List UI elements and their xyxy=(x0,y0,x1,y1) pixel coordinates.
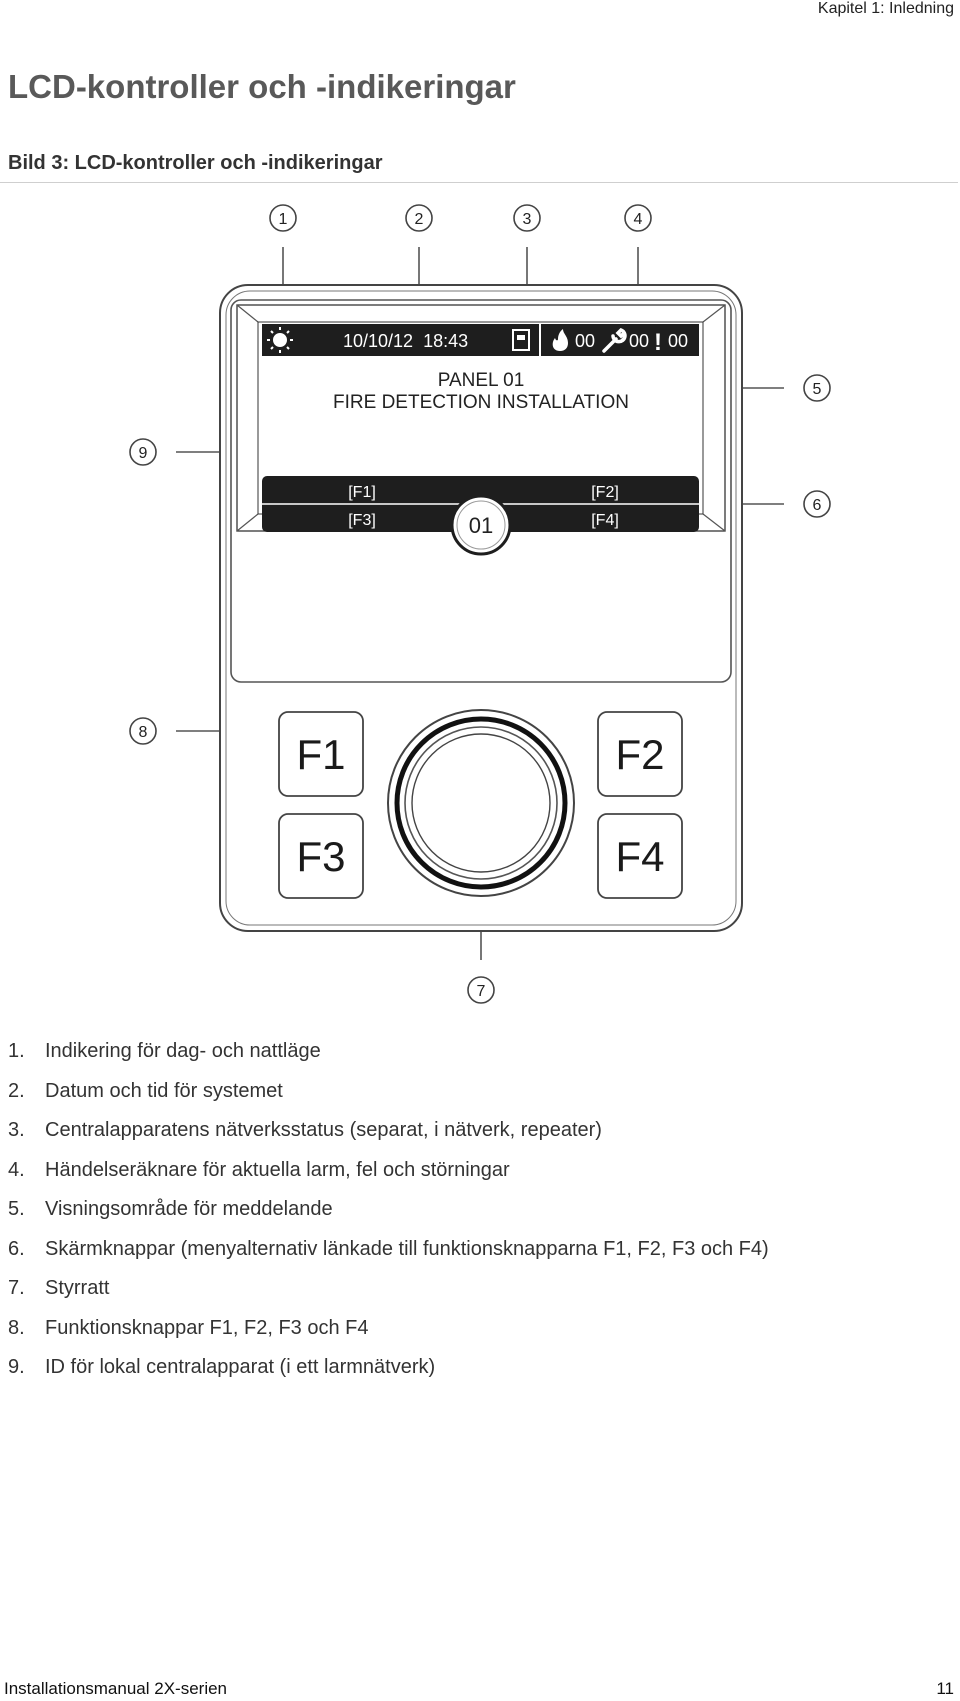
callout-7 xyxy=(467,976,495,1004)
footer-page-number: 11 xyxy=(936,1679,954,1698)
callout-9 xyxy=(129,438,157,466)
sun-icon xyxy=(267,327,293,353)
callout-legend: 1. Indikering för dag- och nattläge 2. Dat… xyxy=(8,1037,769,1393)
softkey-f4[interactable]: [F4] xyxy=(591,512,619,529)
legend-number: 9. xyxy=(8,1356,25,1378)
legend-text: Styrratt xyxy=(45,1277,110,1299)
callout-2-label: 2 xyxy=(415,211,424,228)
legend-item: 2. Datum och tid för systemet xyxy=(8,1077,769,1117)
callout-6 xyxy=(803,490,831,518)
function-key-f3-label: F3 xyxy=(296,833,345,880)
legend-number: 8. xyxy=(8,1316,25,1339)
installation-name: FIRE DETECTION INSTALLATION xyxy=(333,392,629,413)
network-status-icon xyxy=(512,329,530,351)
legend-item: 9. ID för lokal centralapparat (i ett lar… xyxy=(8,1353,769,1393)
warning-icon: ! xyxy=(654,329,662,356)
status-bar xyxy=(262,324,699,356)
callout-4-label: 4 xyxy=(634,211,643,228)
page-title: LCD-kontroller och -indikeringar xyxy=(8,68,516,105)
lcd-screen: 10/10/12 18:43 00 00 ! 00 PANEL 01 FIRE … xyxy=(257,321,704,556)
caption-divider xyxy=(0,182,958,183)
legend-number: 4. xyxy=(8,1158,25,1181)
system-datetime: 10/10/12 18:43 xyxy=(343,331,468,351)
callout-3 xyxy=(513,204,541,232)
panel-name: PANEL 01 xyxy=(438,370,525,391)
fault-count: 00 xyxy=(629,331,649,351)
legend-text: Händelseräknare för aktuella larm, fel o… xyxy=(45,1158,510,1181)
legend-text: ID för lokal centralapparat (i ett larmn… xyxy=(45,1356,436,1378)
function-key-f2[interactable] xyxy=(597,711,683,797)
alarm-count: 00 xyxy=(575,331,595,351)
legend-text: Skärmknappar (menyalternativ länkade til… xyxy=(45,1237,769,1260)
function-key-f1-label: F1 xyxy=(296,731,345,778)
legend-item: 6. Skärmknappar (menyalternativ länkade t… xyxy=(8,1235,769,1275)
function-key-f3[interactable] xyxy=(278,813,364,899)
legend-text: Indikering för dag- och nattläge xyxy=(45,1040,321,1062)
chapter-header: Kapitel 1: Inledning xyxy=(817,0,954,17)
legend-text: Funktionsknappar F1, F2, F3 och F4 xyxy=(45,1316,369,1339)
callout-5-label: 5 xyxy=(813,381,822,398)
callout-2 xyxy=(405,204,433,232)
footer-manual-title: Installationsmanual 2X-serien xyxy=(4,1679,228,1698)
callout-1-label: 1 xyxy=(279,211,288,228)
callout-7-label: 7 xyxy=(477,983,486,1000)
legend-text: Centralapparatens nätverksstatus (separa… xyxy=(45,1119,602,1141)
legend-item: 7. Styrratt xyxy=(8,1274,769,1314)
jog-dial[interactable] xyxy=(387,709,575,897)
function-key-f4-label: F4 xyxy=(615,833,664,880)
legend-item: 8. Funktionsknappar F1, F2, F3 och F4 xyxy=(8,1314,769,1354)
callout-1 xyxy=(269,204,297,232)
callout-8-label: 8 xyxy=(139,724,148,741)
legend-item: 5. Visningsområde för meddelande xyxy=(8,1195,769,1235)
legend-number: 7. xyxy=(8,1277,25,1299)
legend-item: 1. Indikering för dag- och nattläge xyxy=(8,1037,769,1077)
panel-id: 01 xyxy=(469,513,493,538)
function-key-f1[interactable] xyxy=(278,711,364,797)
softkey-f3[interactable]: [F3] xyxy=(348,512,376,529)
callout-4 xyxy=(624,204,652,232)
legend-number: 3. xyxy=(8,1119,25,1141)
disablement-count: 00 xyxy=(668,331,688,351)
legend-text: Datum och tid för systemet xyxy=(45,1079,283,1102)
callout-3-label: 3 xyxy=(523,211,532,228)
lcd-panel-figure: 1 2 3 4 5 6 7 8 9 10/10/12 18:43 xyxy=(129,204,831,1004)
callout-6-label: 6 xyxy=(813,497,822,514)
callout-8 xyxy=(129,717,157,745)
legend-item: 4. Händelseräknare för aktuella larm, fel… xyxy=(8,1156,769,1196)
function-key-f2-label: F2 xyxy=(615,731,664,778)
callout-9-label: 9 xyxy=(139,445,148,462)
legend-number: 5. xyxy=(8,1198,25,1220)
softkey-f1[interactable]: [F1] xyxy=(348,484,376,501)
wrench-icon xyxy=(602,327,627,353)
legend-number: 6. xyxy=(8,1237,25,1260)
function-key-f4[interactable] xyxy=(597,813,683,899)
figure-caption: Bild 3: LCD-kontroller och -indikeringar xyxy=(8,152,383,174)
fire-icon xyxy=(552,329,568,351)
legend-number: 2. xyxy=(8,1079,25,1102)
softkey-f2[interactable]: [F2] xyxy=(591,484,619,501)
legend-text: Visningsområde för meddelande xyxy=(45,1198,333,1220)
legend-number: 1. xyxy=(8,1040,25,1062)
callout-5 xyxy=(803,374,831,402)
legend-item: 3. Centralapparatens nätverksstatus (sepa… xyxy=(8,1116,769,1156)
